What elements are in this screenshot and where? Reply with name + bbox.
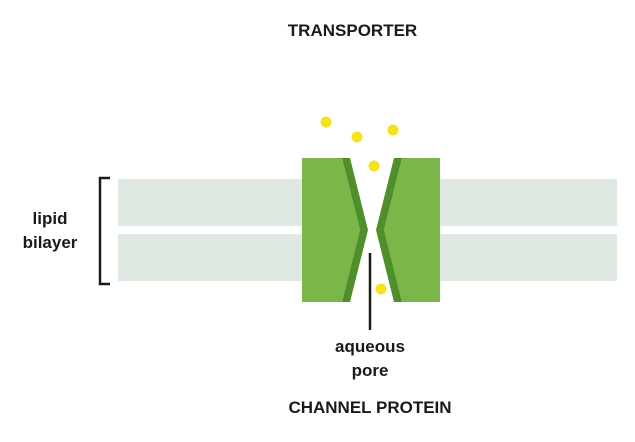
- solute-molecule: [351, 131, 363, 143]
- bilayer-upper-leaflet-right: [436, 179, 617, 226]
- channel-protein-right-half: [376, 158, 440, 302]
- bilayer-upper-leaflet-left: [118, 179, 306, 226]
- channel-protein-title: CHANNEL PROTEIN: [288, 398, 452, 417]
- channel-protein-left-half: [302, 158, 368, 302]
- solute-molecule: [387, 124, 399, 136]
- aqueous-pore-label: aqueous pore: [320, 335, 420, 383]
- transporter-title: TRANSPORTER: [287, 21, 418, 40]
- lipid-label-line1: lipid: [32, 209, 68, 228]
- lipid-bilayer-label: lipid bilayer: [14, 207, 86, 255]
- solute-molecule: [368, 160, 380, 172]
- bilayer-lower-leaflet-left: [118, 234, 306, 281]
- pore-label-line2: pore: [351, 361, 389, 380]
- solute-molecule: [375, 283, 387, 295]
- lipid-label-line2: bilayer: [22, 233, 78, 252]
- pore-label-line1: aqueous: [335, 337, 405, 356]
- bilayer-lower-leaflet-right: [436, 234, 617, 281]
- bilayer-bracket: [98, 176, 110, 286]
- solute-molecule: [320, 116, 332, 128]
